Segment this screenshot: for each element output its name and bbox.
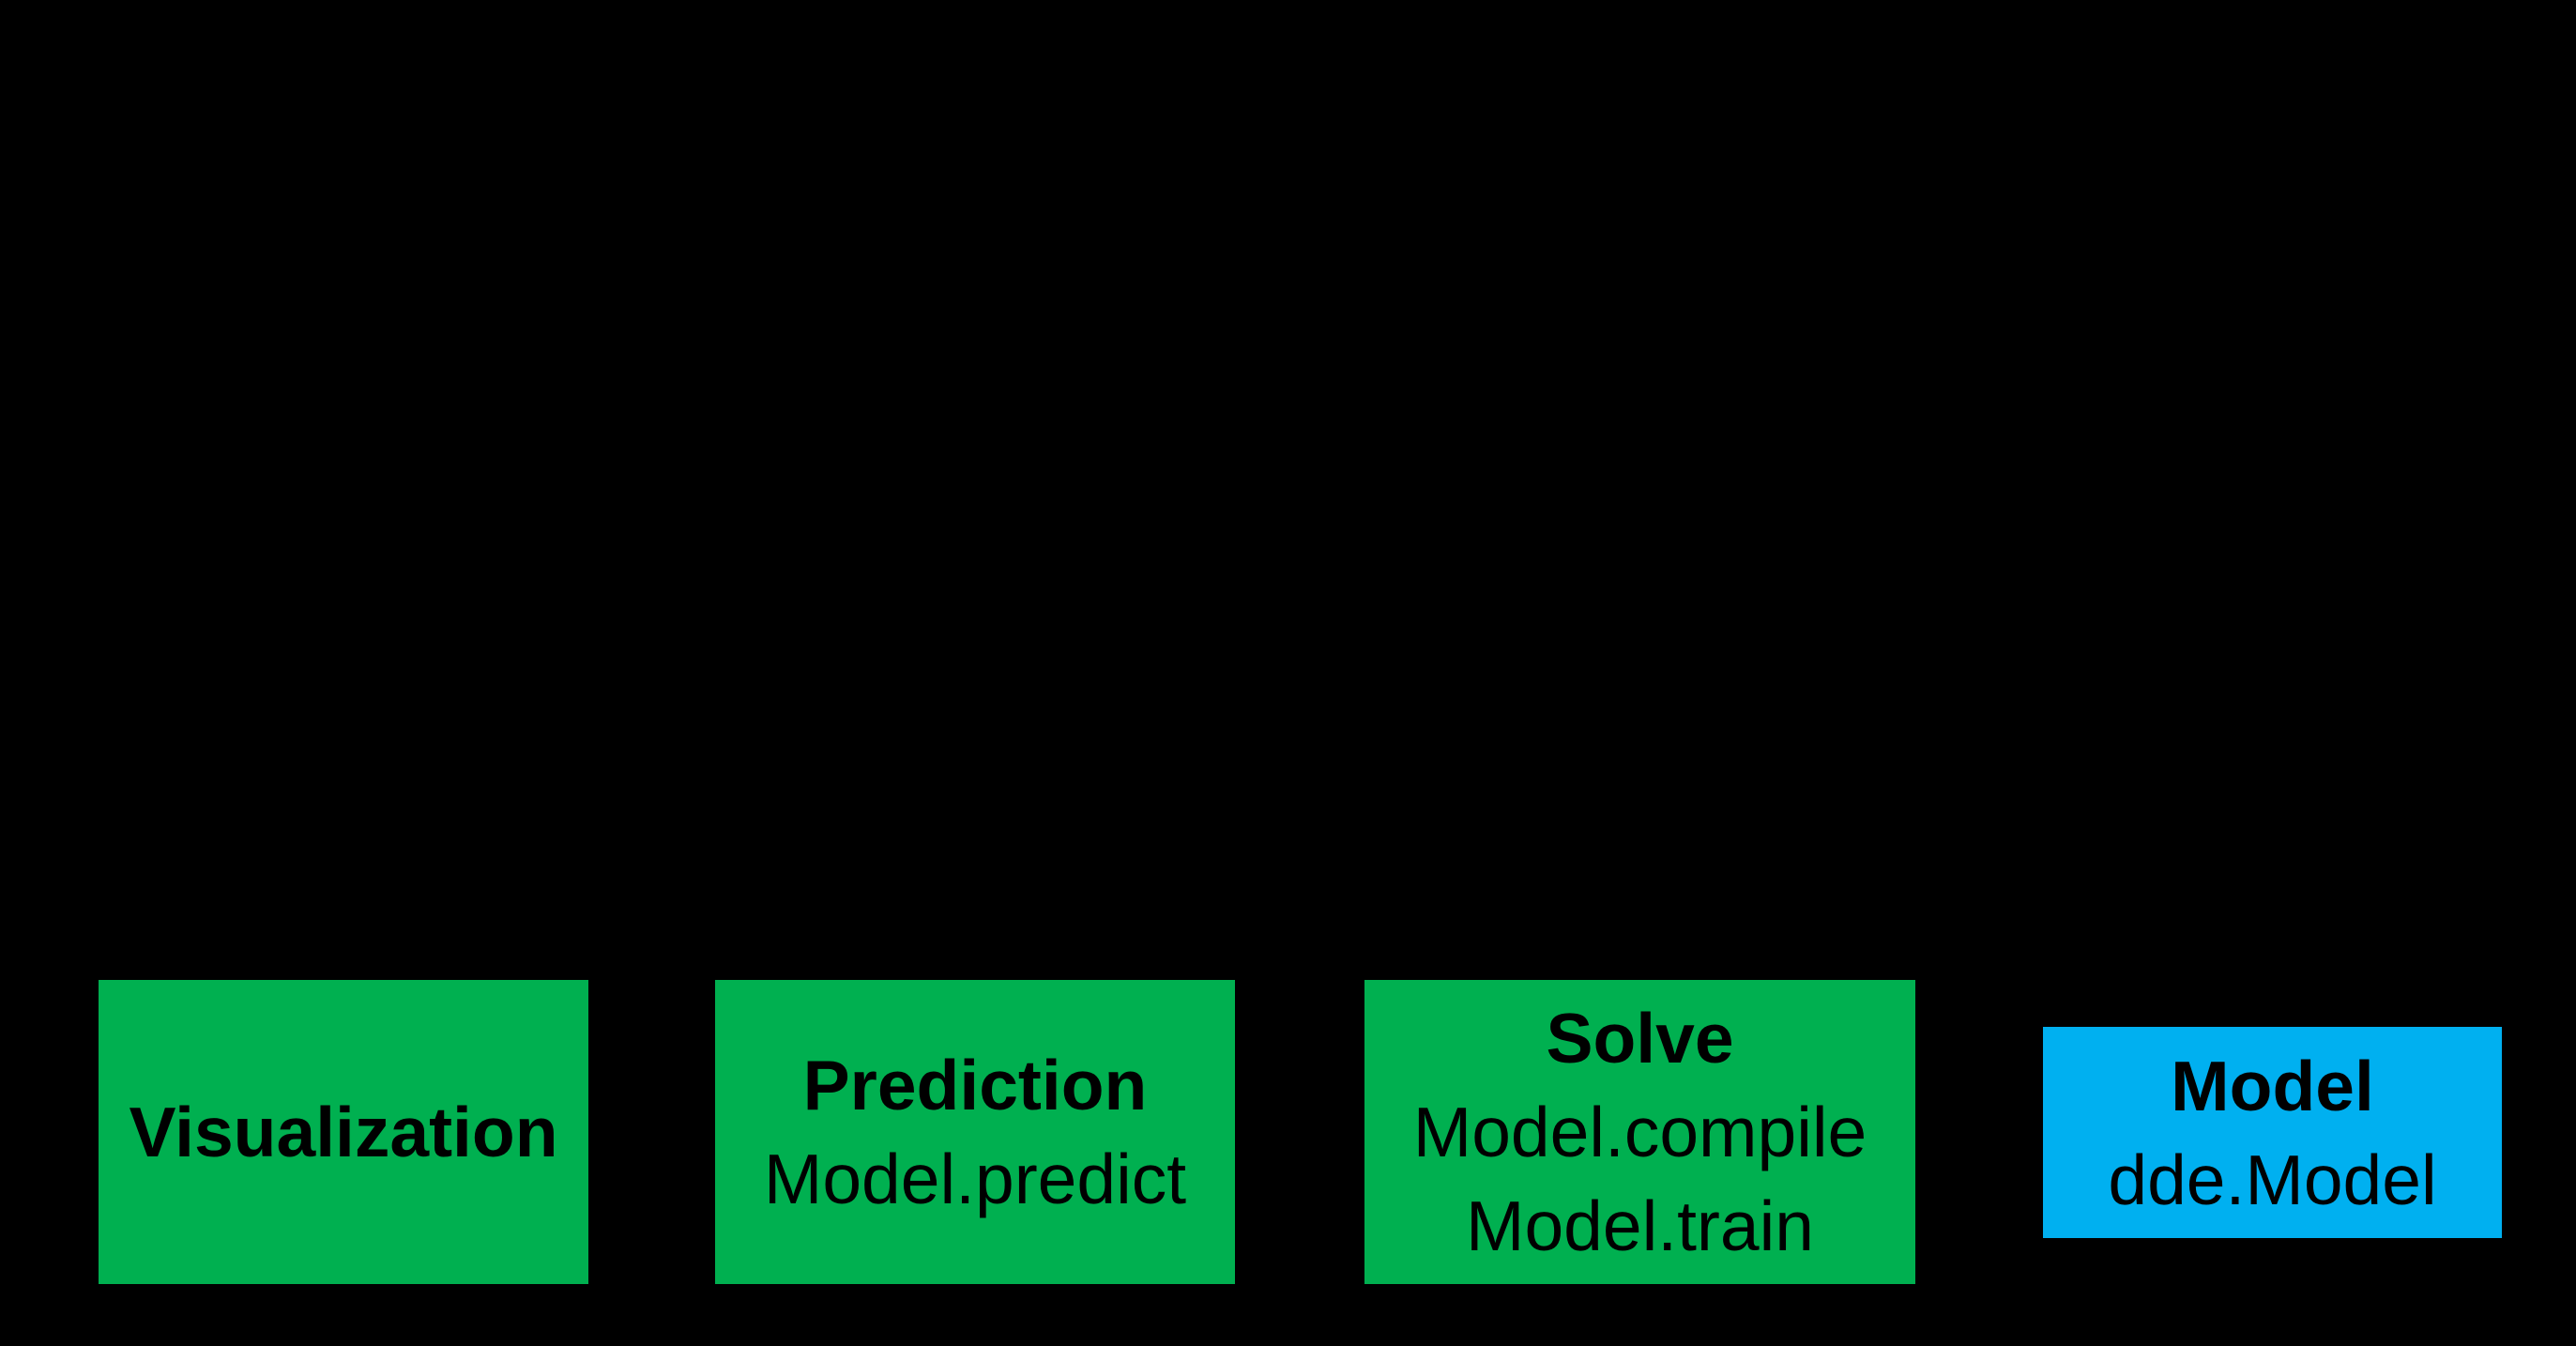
prediction-box: Prediction Model.predict (715, 980, 1235, 1284)
solve-box-line-train: Model.train (1465, 1186, 1814, 1265)
prediction-box-line: Model.predict (763, 1140, 1187, 1218)
model-box-title: Model (2171, 1046, 2374, 1125)
model-box: Model dde.Model (2043, 1027, 2502, 1238)
model-box-line: dde.Model (2108, 1140, 2437, 1219)
solve-box-title: Solve (1546, 999, 1734, 1078)
visualization-box-title: Visualization (129, 1093, 558, 1171)
visualization-box: Visualization (99, 980, 588, 1284)
prediction-box-title: Prediction (802, 1046, 1148, 1124)
solve-box: Solve Model.compile Model.train (1364, 980, 1915, 1284)
solve-box-line-compile: Model.compile (1412, 1093, 1867, 1171)
